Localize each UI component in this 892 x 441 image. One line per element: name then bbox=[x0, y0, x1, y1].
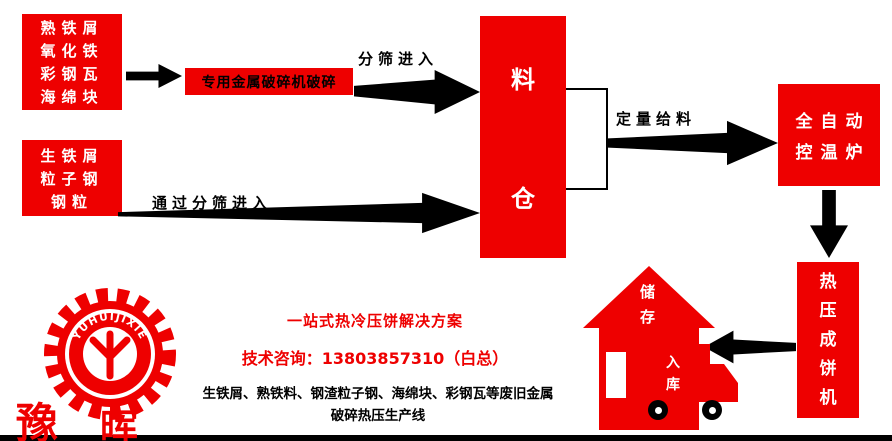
gear-logo-icon: YUHUIJIXIE bbox=[44, 288, 176, 420]
press-char: 机 bbox=[819, 387, 837, 408]
warehouse-label: 入 库 bbox=[658, 352, 688, 396]
material-line: 熟铁屑 bbox=[40, 19, 104, 37]
material-line: 粒子钢 bbox=[40, 169, 104, 188]
material-line: 彩钢瓦 bbox=[40, 65, 104, 83]
press-char: 热 bbox=[819, 271, 837, 292]
wheel-hub-icon bbox=[708, 406, 716, 414]
silo-char: 仓 bbox=[511, 185, 535, 213]
arrow-furnace-to-press-icon bbox=[810, 190, 848, 258]
wheel-hub-icon bbox=[654, 406, 662, 414]
warehouse-char: 库 bbox=[666, 377, 680, 393]
press-char: 饼 bbox=[819, 358, 837, 379]
brand-char: 晖 bbox=[100, 406, 139, 441]
description-line-1: 生铁屑、熟铁料、钢渣粒子钢、海绵块、彩钢瓦等废旧金属 bbox=[202, 386, 554, 402]
storage-label: 储 存 bbox=[640, 280, 655, 330]
through-sieve-label: 通过分筛进入 bbox=[152, 194, 273, 212]
truck-icon: 入 库 bbox=[636, 342, 738, 428]
material-line: 生铁屑 bbox=[40, 146, 104, 165]
quantitative-feed-label: 定量给料 bbox=[616, 110, 697, 128]
bottom-divider bbox=[0, 435, 892, 441]
contact-phone: 技术咨询：13803857310（白总） bbox=[241, 349, 509, 368]
feeder-bracket bbox=[560, 88, 608, 190]
wheel-icon bbox=[702, 400, 722, 420]
silo-box: 料 仓 bbox=[480, 16, 566, 258]
furnace-line: 全自动 bbox=[795, 112, 871, 132]
sieve-in-label: 分筛进入 bbox=[358, 50, 439, 68]
press-char: 压 bbox=[819, 300, 837, 321]
arrow-materials-to-crusher-icon bbox=[126, 64, 182, 88]
silo-char: 料 bbox=[511, 66, 535, 94]
warehouse-char: 入 bbox=[666, 355, 680, 371]
house-door-icon bbox=[606, 352, 626, 398]
materials-top-box: 熟铁屑 氧化铁 彩钢瓦 海绵块 bbox=[22, 14, 122, 110]
material-line: 氧化铁 bbox=[40, 42, 104, 60]
material-line: 海绵块 bbox=[40, 88, 104, 106]
furnace-line: 控温炉 bbox=[795, 143, 871, 163]
storage-char: 储 bbox=[640, 283, 656, 301]
press-box: 热 压 成 饼 机 bbox=[797, 262, 859, 418]
truck-cargo-icon bbox=[636, 344, 710, 402]
brand-char: 豫 bbox=[16, 399, 59, 441]
material-line: 钢粒 bbox=[50, 192, 93, 211]
truck-cab-icon bbox=[710, 364, 738, 402]
arrow-crusher-to-silo-icon bbox=[354, 70, 480, 114]
press-char: 成 bbox=[819, 329, 837, 350]
solution-headline: 一站式热冷压饼解决方案 bbox=[286, 312, 463, 330]
logo-monogram-icon bbox=[89, 330, 131, 380]
description-line-2: 破碎热压生产线 bbox=[330, 408, 426, 424]
wheel-icon bbox=[648, 400, 668, 420]
materials-left-box: 生铁屑 粒子钢 钢粒 bbox=[22, 140, 122, 216]
storage-char: 存 bbox=[640, 308, 656, 326]
crusher-box: 专用金属破碎机破碎 bbox=[185, 68, 353, 95]
furnace-box: 全自动 控温炉 bbox=[778, 84, 880, 186]
